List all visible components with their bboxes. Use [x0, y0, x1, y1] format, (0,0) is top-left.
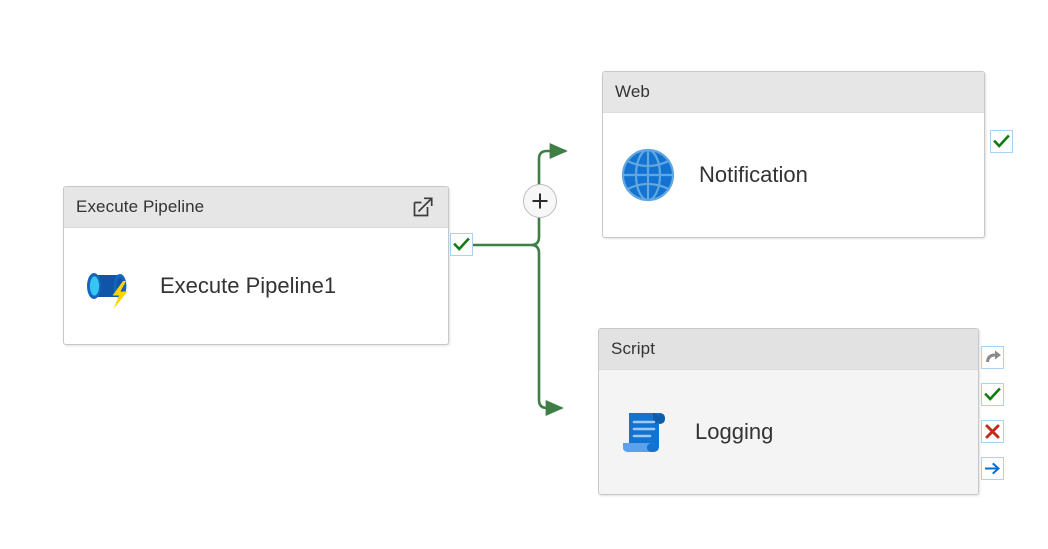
skipped-arrow-icon: [985, 350, 1001, 362]
edge-execute-pipeline-to-web[interactable]: [530, 142, 568, 247]
node-header: Web: [603, 72, 984, 113]
activity-node-script[interactable]: Script: [598, 328, 979, 495]
activity-name-label: Logging: [695, 419, 774, 444]
activity-node-web[interactable]: Web Notification: [602, 71, 985, 238]
execute-pipeline-icon: [80, 257, 138, 315]
green-check-icon: [984, 387, 1001, 401]
script-completion-output-port[interactable]: [981, 457, 1004, 480]
add-activity-button[interactable]: [523, 184, 557, 218]
activity-name-label: Execute Pipeline1: [160, 273, 337, 298]
node-type-label: Web: [615, 82, 650, 101]
plus-icon: [532, 193, 548, 209]
blue-arrow-icon: [985, 462, 1000, 475]
node-header: Script: [599, 329, 978, 370]
edge-execute-pipeline-to-script[interactable]: [530, 243, 564, 417]
open-pipeline-icon[interactable]: [410, 194, 436, 220]
green-check-icon: [993, 134, 1010, 148]
activity-node-execute-pipeline[interactable]: Execute Pipeline: [63, 186, 449, 345]
script-scroll-icon: [615, 403, 673, 461]
activity-name-label: Notification: [699, 162, 808, 187]
node-type-label: Execute Pipeline: [76, 197, 205, 216]
script-success-output-port[interactable]: [981, 383, 1004, 406]
execute-pipeline-success-output-port[interactable]: [450, 233, 473, 256]
web-success-output-port[interactable]: [990, 130, 1013, 153]
node-type-label: Script: [611, 339, 656, 358]
node-body: Notification: [603, 113, 984, 237]
red-x-icon: [985, 424, 1000, 439]
script-skipped-output-port[interactable]: [981, 346, 1004, 369]
node-body: Logging: [599, 370, 978, 494]
node-header: Execute Pipeline: [64, 187, 448, 228]
script-failure-output-port[interactable]: [981, 420, 1004, 443]
node-body: Execute Pipeline1: [64, 228, 448, 344]
globe-icon: [619, 146, 677, 204]
green-check-icon: [453, 237, 470, 251]
